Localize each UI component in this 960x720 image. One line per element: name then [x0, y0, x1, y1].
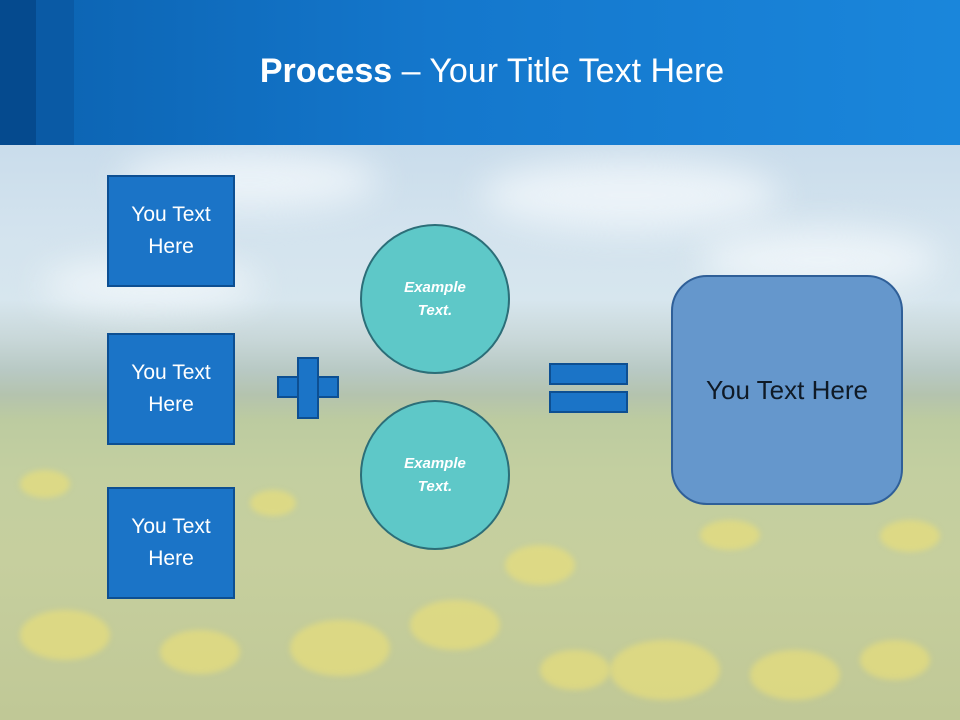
dandelion [700, 520, 760, 550]
circle-label: Example Text. [390, 452, 480, 498]
text-box-label: You Text Here [121, 511, 221, 575]
example-circle-2[interactable]: Example Text. [360, 400, 510, 550]
plus-center [299, 378, 317, 396]
equals-icon[interactable] [549, 363, 628, 385]
example-circle-1[interactable]: Example Text. [360, 224, 510, 374]
equals-icon-lower-bar[interactable] [549, 391, 628, 413]
text-box-3[interactable]: You Text Here [107, 487, 235, 599]
text-box-label: You Text Here [121, 199, 221, 263]
title-bold: Process [260, 52, 392, 90]
dandelion [290, 620, 390, 676]
text-box-2[interactable]: You Text Here [107, 333, 235, 445]
dandelion [505, 545, 575, 585]
text-box-1[interactable]: You Text Here [107, 175, 235, 287]
result-label: You Text Here [706, 375, 868, 406]
dandelion [20, 470, 70, 498]
result-box[interactable]: You Text Here [671, 275, 903, 505]
circle-label: Example Text. [390, 276, 480, 322]
text-box-label: You Text Here [121, 357, 221, 421]
cloud [480, 160, 780, 230]
plus-icon[interactable] [277, 357, 339, 419]
dandelion [750, 650, 840, 700]
dandelion [860, 640, 930, 680]
dandelion [20, 610, 110, 660]
dandelion [880, 520, 940, 552]
slide-title[interactable]: Process – Your Title Text Here [0, 52, 960, 91]
dandelion [410, 600, 500, 650]
dandelion [160, 630, 240, 674]
dandelion [540, 650, 610, 690]
dandelion [610, 640, 720, 700]
title-rest: – Your Title Text Here [392, 52, 724, 90]
title-bar: Process – Your Title Text Here [0, 0, 960, 145]
dandelion [250, 490, 296, 516]
